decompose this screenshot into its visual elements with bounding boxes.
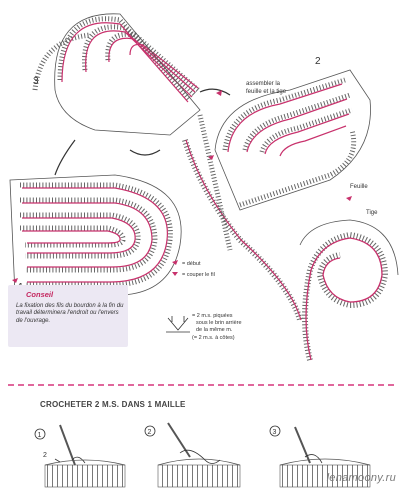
svg-text:= début: = début [182,261,201,267]
legend-cut: = couper le fil [172,272,215,278]
section-divider [8,384,394,386]
motif-number-2: 2 [315,56,321,67]
step-3: 3 [269,425,371,488]
motif-2-feuille [214,69,371,211]
stitch-symbol [166,316,190,333]
start-markers [12,90,352,283]
stitch-legend-line4: (= 2 m.s. à côtes) [192,335,235,341]
motif-1-leaf [9,174,182,296]
motif-3-leaf [32,13,201,136]
steps-illustrations: 1 2 2 3 [34,422,371,488]
feuille-label: Feuille [350,184,368,190]
step-3-number: 3 [273,429,277,436]
conseil-title: Conseil [26,290,54,299]
stitch-legend-line2: sous le brin arrière [196,320,242,326]
step-1-number: 1 [38,432,42,439]
legend-start: = début [172,260,201,267]
svg-text:= couper le fil: = couper le fil [182,272,215,278]
motif-number-3: 3 [33,76,39,87]
tige-label: Tige [366,210,378,216]
step-2-number: 2 [148,429,152,436]
stitch-legend-line1: = 2 m.s. piquées [192,313,233,319]
step-1-extra-label: 2 [43,452,47,459]
conseil-text: La fixation des fils du bourdon à la fin… [16,303,124,324]
conseil-box: Conseil La fixation des fils du bourdon … [8,285,128,347]
steps-title: CROCHETER 2 M.S. DANS 1 MAILLE [40,400,186,409]
crochet-motif-diagram: 3 2 1 assembler la feuille et la tige Fe… [9,13,399,361]
join-arcs [54,88,231,176]
assemble-label-line2: feuille et la tige [246,89,287,95]
step-2: 2 [144,422,241,488]
spiral-tige [299,219,399,361]
assemble-label-line1: assembler la [246,81,281,87]
stitch-legend-line3: de la même m. [196,327,233,333]
watermark: lenamoony.ru [326,472,396,484]
step-1: 1 2 [34,424,126,488]
stem-tige [182,114,303,321]
